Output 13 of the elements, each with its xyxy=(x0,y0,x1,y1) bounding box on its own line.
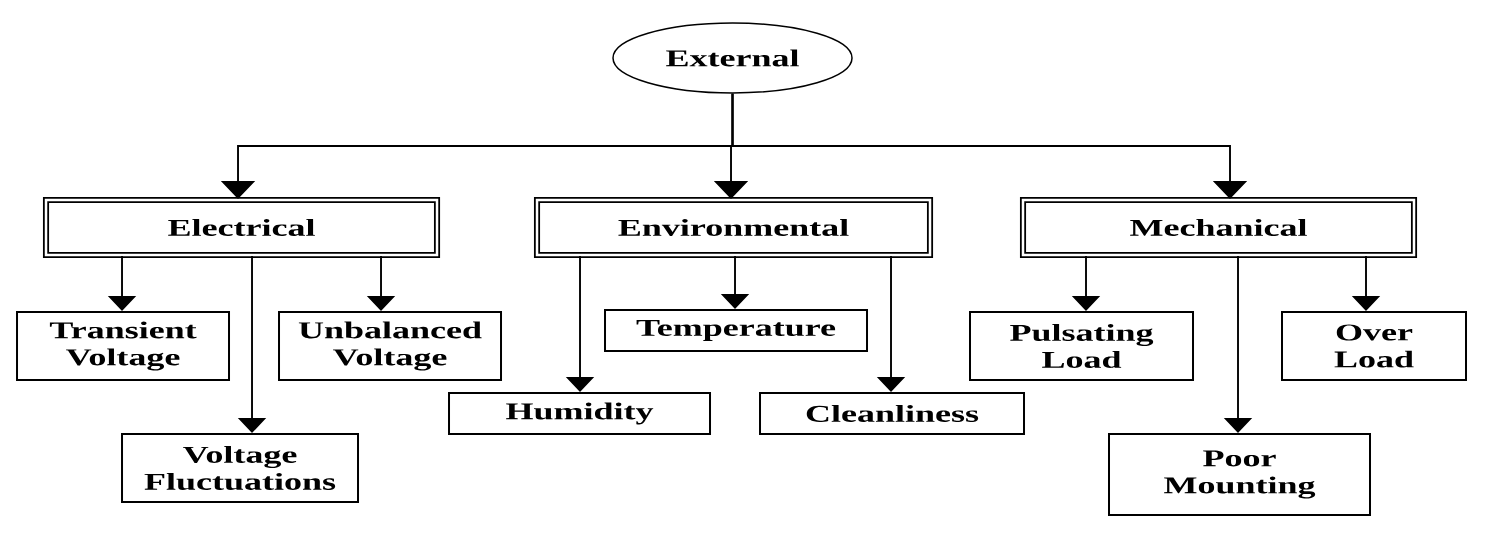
category-box: Mechanical xyxy=(1019,196,1418,259)
cause-box: Over Load xyxy=(1281,311,1467,381)
category-box: Electrical xyxy=(42,196,441,259)
cause-box: Humidity xyxy=(448,392,711,435)
cause-box: Temperature xyxy=(604,309,868,352)
cause-box: Poor Mounting xyxy=(1108,433,1371,516)
category-box: Environmental xyxy=(533,196,934,259)
cause-box: Unbalanced Voltage xyxy=(278,311,502,381)
cause-box: Transient Voltage xyxy=(16,311,230,381)
cause-box: Pulsating Load xyxy=(969,311,1194,381)
cause-box: Cleanliness xyxy=(759,392,1025,435)
cause-box: Voltage Fluctuations xyxy=(121,433,359,503)
ellipse-node: External xyxy=(612,22,853,94)
